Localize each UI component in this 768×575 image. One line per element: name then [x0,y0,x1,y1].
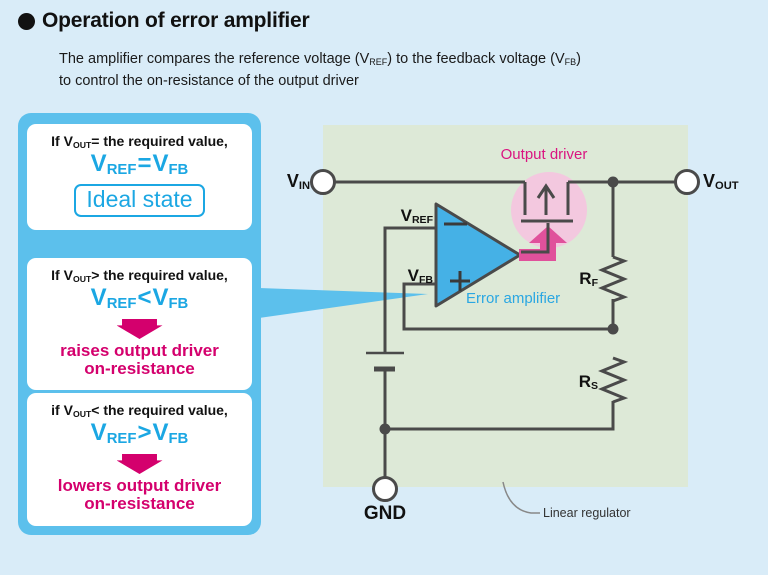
vout-label: VOUT [703,171,739,192]
error-amplifier-label: Error amplifier [466,290,561,307]
bullet-icon [18,12,35,30]
voltage-relation: VREF=VFB [90,150,189,178]
condition-text: if VOUT< the required value, [51,402,228,419]
vref-label: VREF [400,206,433,226]
condition-text: If VOUT= the required value, [51,133,228,150]
case-ideal-card: If VOUT= the required value, VREF=VFB Id… [27,124,252,230]
vin-label: VIN [286,171,310,192]
down-arrow-icon [116,319,163,339]
ideal-state-badge: Ideal state [74,184,205,217]
page-title: Operation of error amplifier [42,9,310,32]
gnd-label: GND [363,503,407,524]
voltage-relation: VREF<VFB [90,284,189,312]
page-title-row: Operation of error amplifier [18,9,310,33]
page-subtitle: The amplifier compares the reference vol… [59,49,581,92]
condition-text: If VOUT> the required value, [51,267,228,284]
subtitle-line1: The amplifier compares the reference vol… [59,51,581,67]
rs-label: RS [578,372,598,392]
output-driver-label: Output driver [500,146,588,163]
vfb-label: VFB [407,266,433,286]
rf-label: RF [579,269,598,289]
case-lower-card: if VOUT< the required value, VREF>VFB lo… [27,393,252,526]
case-raise-card: If VOUT> the required value, VREF<VFB ra… [27,258,252,390]
explainer-panel: If VOUT= the required value, VREF=VFB Id… [18,113,261,535]
linear-regulator-caption: Linear regulator [543,506,631,520]
subtitle-line2: to control the on-resistance of the outp… [59,73,359,89]
down-arrow-icon [116,454,163,474]
voltage-relation: VREF>VFB [90,419,189,447]
